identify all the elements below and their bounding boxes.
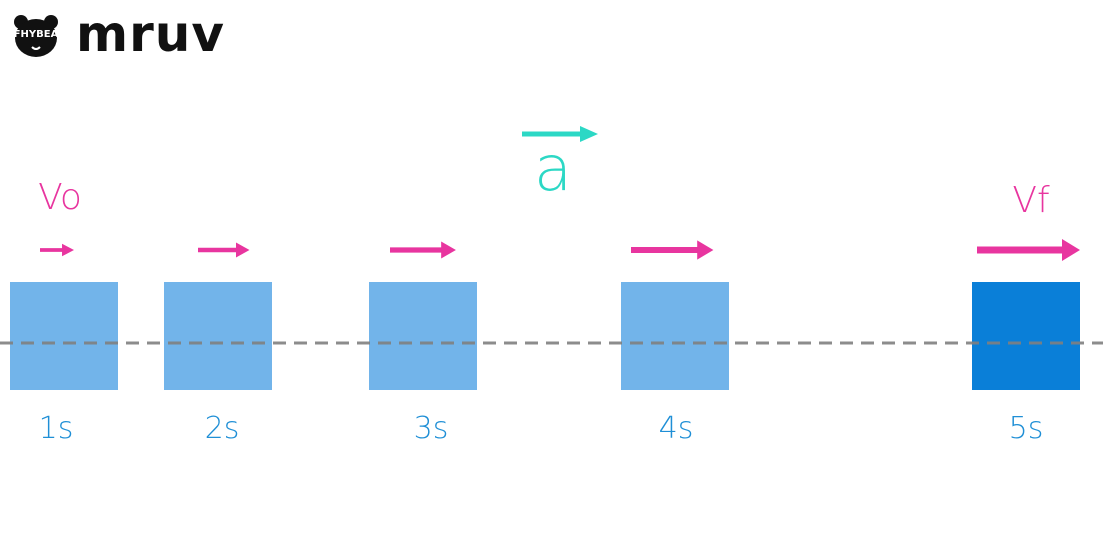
moving-block	[164, 282, 272, 390]
time-label: 4s	[658, 411, 694, 446]
moving-block	[621, 282, 729, 390]
time-label: 1s	[38, 411, 74, 446]
final-velocity-label: Vf	[1012, 180, 1050, 221]
time-label: 3s	[413, 411, 449, 446]
acceleration-arrow	[522, 126, 598, 142]
time-label: 5s	[1008, 411, 1044, 446]
moving-block	[10, 282, 118, 390]
velocity-arrow	[977, 239, 1080, 261]
time-label: 2s	[204, 411, 240, 446]
acceleration-label: a	[534, 132, 572, 205]
velocity-arrow	[390, 241, 456, 259]
logo-badge: FHYBEA	[12, 12, 60, 60]
bear-logo-icon: FHYBEA	[14, 15, 59, 57]
velocity-arrow	[631, 240, 714, 260]
velocity-arrow	[198, 242, 250, 258]
velocity-arrow	[40, 243, 74, 257]
brand-title: mruv	[76, 5, 225, 63]
moving-block	[369, 282, 477, 390]
moving-block	[972, 282, 1080, 390]
logo-text: FHYBEA	[14, 29, 59, 40]
initial-velocity-label: Vo	[38, 177, 82, 218]
